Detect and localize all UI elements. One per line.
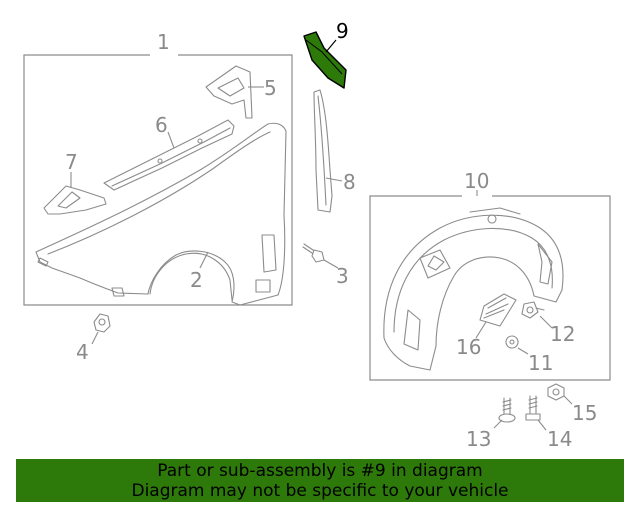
callout-12: 12 [550,322,575,346]
leader-12 [539,315,553,329]
callout-7: 7 [65,150,78,174]
washer-part-11 [505,335,519,349]
banner-line-1: Part or sub-assembly is #9 in diagram [157,461,483,481]
leader-13 [493,419,503,429]
bolt-part-3 [302,243,325,263]
group-10-box [369,195,611,381]
leader-8 [325,177,343,182]
leader-11 [517,347,529,355]
leader-15 [563,395,573,405]
leader-4 [91,331,99,345]
callout-1: 1 [157,30,170,54]
bolt-part-13 [498,397,516,423]
callout-10: 10 [464,169,489,193]
leader-2 [199,251,209,269]
callout-6: 6 [155,113,168,137]
bracket-part-7 [43,185,107,215]
callout-14: 14 [547,427,572,451]
screw-part-12 [521,301,545,319]
nut-part-15 [547,383,565,401]
leader-6 [167,131,175,149]
banner-line-2: Diagram may not be specific to your vehi… [131,481,509,501]
highlighted-part-9[interactable] [303,31,347,89]
callout-11: 11 [528,351,553,375]
leader-14 [537,419,547,431]
bolt-part-14 [525,395,541,421]
leader-9 [325,39,337,53]
callout-2: 2 [190,268,203,292]
callout-15: 15 [572,401,597,425]
bracket-part-5 [205,65,253,119]
callout-16: 16 [456,335,481,359]
callout-3: 3 [336,264,349,288]
pad-part-16 [479,293,517,327]
leader-16 [475,321,487,339]
callout-9: 9 [336,19,349,43]
callout-5: 5 [264,76,277,100]
wheel-liner-part-10 [383,207,564,371]
seal-part-8 [313,89,333,213]
group-1-box [23,54,293,306]
callout-13: 13 [466,427,491,451]
fender-part [35,122,287,306]
rail-part-6 [103,119,235,191]
callout-8: 8 [343,170,356,194]
leader-3 [323,259,339,269]
callout-4: 4 [76,340,89,364]
info-banner: Part or sub-assembly is #9 in diagram Di… [16,459,624,502]
nut-part-4 [93,313,111,333]
